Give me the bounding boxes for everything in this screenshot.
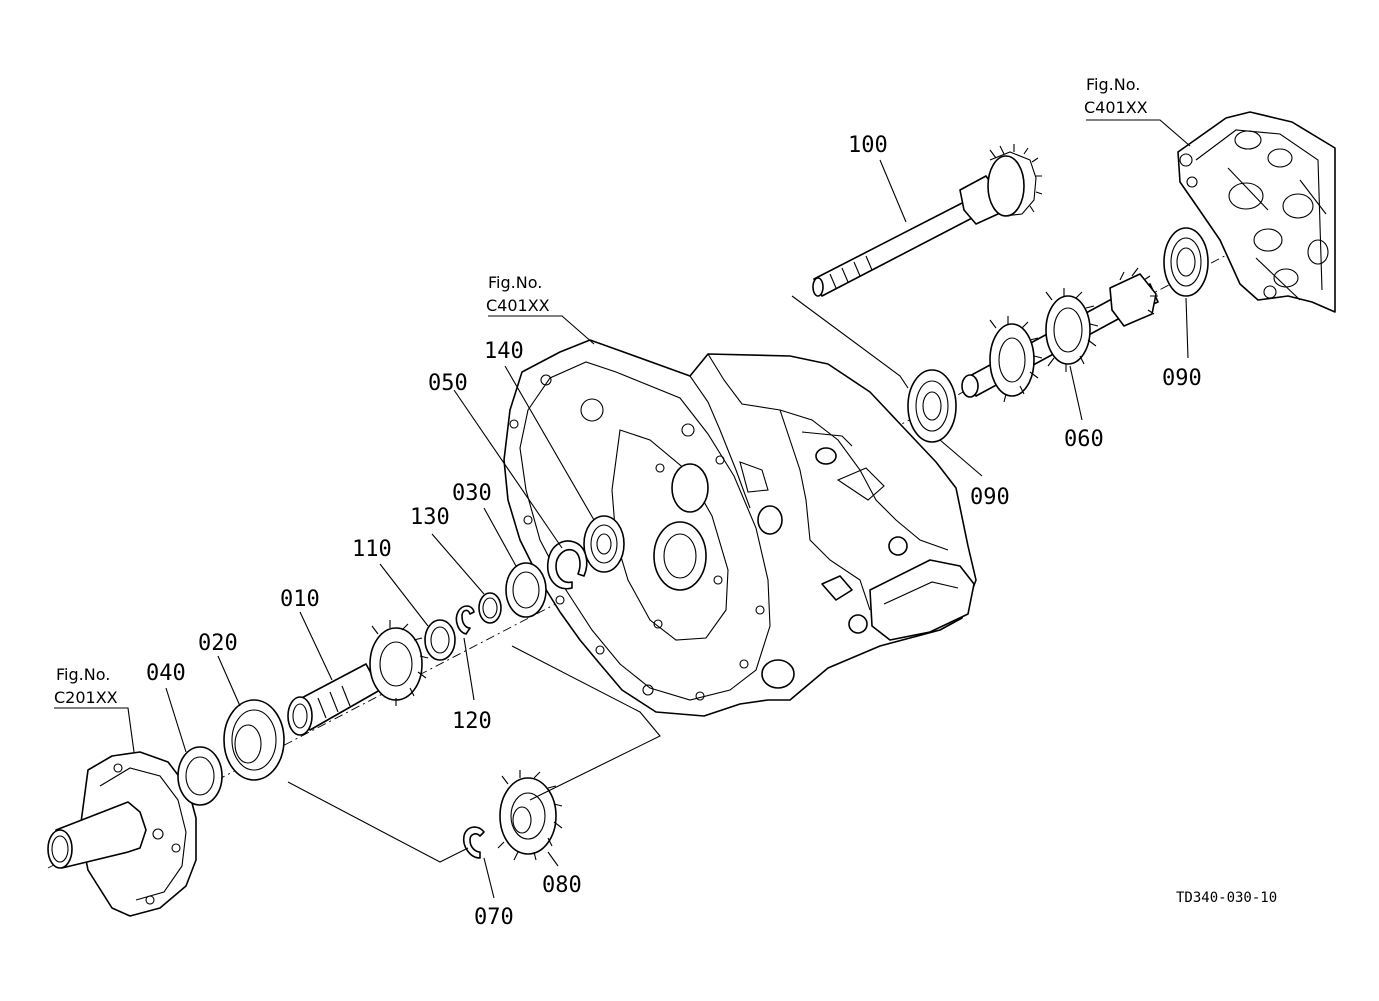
- fig-ref-label: Fig.No.: [56, 665, 110, 684]
- part-050-snap-ring: [547, 540, 588, 590]
- drawing-code: TD340-030-10: [1176, 890, 1277, 906]
- callout-110: 110: [352, 537, 392, 562]
- part-090-bearing-upper: [1163, 227, 1209, 297]
- projection-line-010: [511, 645, 661, 801]
- callout-040: 040: [146, 661, 186, 686]
- part-090-bearing-lower: [907, 369, 957, 443]
- part-010-shaft: [287, 620, 429, 736]
- callout-080: 080: [542, 873, 582, 898]
- fig-ref-left: Fig.No. C201XX: [54, 665, 118, 707]
- part-060-gear-shaft: [961, 267, 1159, 403]
- fig-ref-center: Fig.No. C401XX: [486, 273, 550, 315]
- fig-ref-label: Fig.No.: [488, 273, 542, 292]
- part-080-gear: [497, 770, 563, 861]
- part-120-circlip: [455, 605, 475, 635]
- fig-ref-top-right: Fig.No. C401XX: [1084, 75, 1148, 117]
- fig-ref-number: C401XX: [486, 296, 550, 315]
- fig-ref-number: C201XX: [54, 688, 118, 707]
- callout-020: 020: [198, 631, 238, 656]
- callout-090-lower: 090: [970, 485, 1010, 510]
- callout-100: 100: [848, 133, 888, 158]
- part-070-circlip: [462, 826, 485, 859]
- callout-060: 060: [1064, 427, 1104, 452]
- part-130-collar: [478, 592, 502, 624]
- callout-leaders: [54, 119, 1191, 899]
- right-case-housing: [1177, 111, 1336, 313]
- part-140-bearing: [583, 515, 625, 573]
- fig-ref-number: C401XX: [1084, 98, 1148, 117]
- callout-140: 140: [484, 339, 524, 364]
- fig-ref-label: Fig.No.: [1086, 75, 1140, 94]
- part-040-bearing: [177, 746, 223, 806]
- transmission-case: [503, 339, 977, 717]
- projection-line-070: [287, 781, 469, 863]
- part-020-bearing: [223, 699, 285, 781]
- callout-070: 070: [474, 905, 514, 930]
- callout-030: 030: [452, 481, 492, 506]
- part-030-bearing: [505, 562, 547, 618]
- part-110-bearing: [424, 619, 456, 661]
- callout-050: 050: [428, 371, 468, 396]
- callout-010: 010: [280, 587, 320, 612]
- callout-120: 120: [452, 709, 492, 734]
- callout-090-upper: 090: [1162, 366, 1202, 391]
- projection-line-100: [791, 295, 909, 389]
- front-housing: [47, 751, 197, 917]
- callout-130: 130: [410, 505, 450, 530]
- part-100-shaft: [812, 144, 1043, 297]
